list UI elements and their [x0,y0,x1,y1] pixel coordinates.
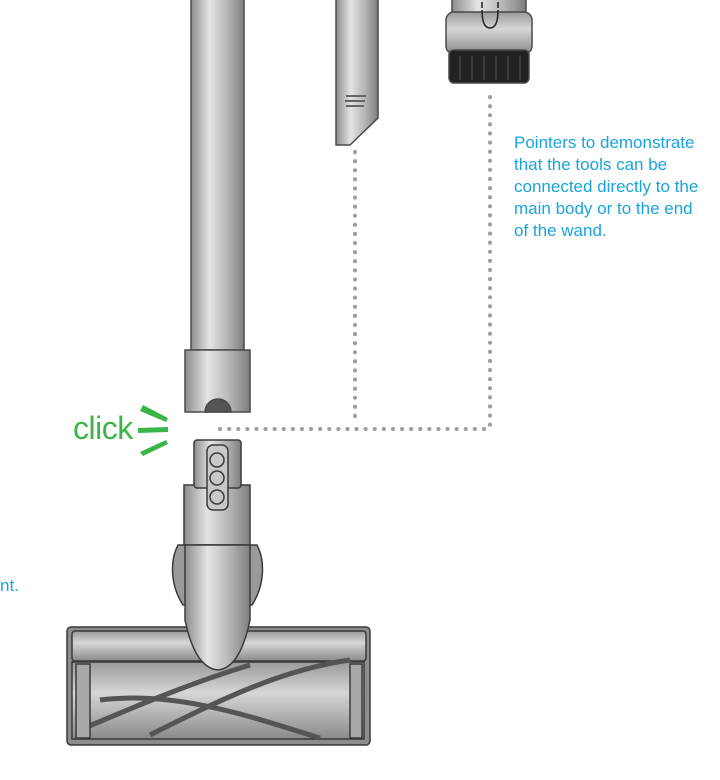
annotation-line: of the wand. [514,221,607,240]
annotation-line: that the tools can be [514,155,668,174]
floor-cleaner-head [66,439,371,746]
annotation-line: Pointers to demonstrate [514,133,695,152]
dotted-pointer-lines [218,95,492,431]
wand [184,0,251,413]
brush-tool [445,0,533,84]
cropped-annotation-fragment: nt. [0,576,19,595]
crevice-tool [335,0,379,146]
click-rays-icon [138,405,168,456]
annotation-line: main body or to the end [514,199,693,218]
annotation-note: Pointers to demonstrate that the tools c… [514,132,720,242]
annotation-line: connected directly to the [514,177,699,196]
click-label: click [73,410,133,446]
